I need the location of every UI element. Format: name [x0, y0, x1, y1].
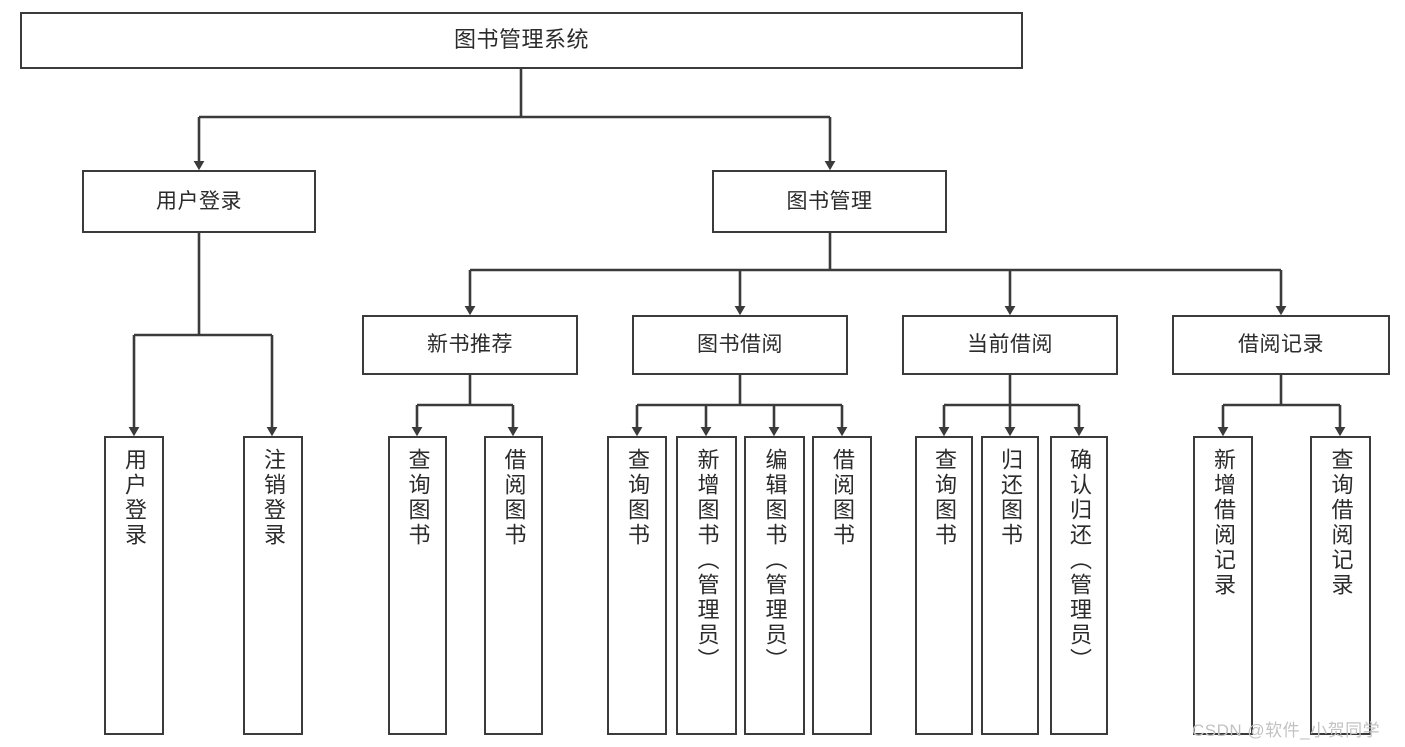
leaf-current-query-label: 查询图书: [932, 448, 957, 548]
leaf-borrow-book[interactable]: 借阅图书: [812, 436, 872, 735]
leaf-new-book-borrow-label: 借阅图书: [501, 448, 527, 548]
leaf-confirm-return-admin-label: 确认归还（管理员）: [1067, 448, 1092, 673]
node-root[interactable]: 图书管理系统: [20, 12, 1023, 69]
leaf-confirm-return-admin[interactable]: 确认归还（管理员）: [1050, 436, 1108, 735]
leaf-new-book-borrow[interactable]: 借阅图书: [484, 436, 543, 735]
node-current-borrow[interactable]: 当前借阅: [902, 315, 1118, 375]
leaf-query-borrow-record-label: 查询借阅记录: [1328, 448, 1354, 598]
node-new-book-recommend[interactable]: 新书推荐: [362, 315, 578, 375]
leaf-borrow-query-label: 查询图书: [625, 448, 650, 548]
leaf-logout[interactable]: 注销登录: [243, 436, 303, 735]
leaf-edit-book-admin-label: 编辑图书（管理员）: [762, 448, 788, 673]
leaf-logout-label: 注销登录: [261, 448, 286, 548]
leaf-current-query[interactable]: 查询图书: [915, 436, 973, 735]
leaf-return-book[interactable]: 归还图书: [981, 436, 1039, 735]
leaf-add-borrow-record[interactable]: 新增借阅记录: [1193, 436, 1253, 735]
leaf-add-book-admin-label: 新增图书（管理员）: [694, 448, 720, 673]
leaf-add-book-admin[interactable]: 新增图书（管理员）: [676, 436, 737, 735]
node-user-login-label: 用户登录: [156, 189, 242, 213]
leaf-add-borrow-record-label: 新增借阅记录: [1211, 448, 1236, 598]
node-current-borrow-label: 当前借阅: [967, 333, 1053, 357]
node-root-label: 图书管理系统: [453, 27, 589, 53]
csdn-watermark: CSDN @软件_小贺同学: [1192, 721, 1381, 740]
node-book-management-label: 图书管理: [786, 189, 873, 213]
node-book-borrow-label: 图书借阅: [697, 333, 783, 357]
leaf-new-book-query[interactable]: 查询图书: [388, 436, 447, 735]
node-borrow-record-label: 借阅记录: [1238, 333, 1324, 357]
leaf-borrow-query[interactable]: 查询图书: [607, 436, 667, 735]
leaf-edit-book-admin[interactable]: 编辑图书（管理员）: [744, 436, 805, 735]
node-user-login[interactable]: 用户登录: [82, 170, 316, 233]
leaf-query-borrow-record[interactable]: 查询借阅记录: [1310, 436, 1371, 735]
leaf-user-login[interactable]: 用户登录: [104, 436, 164, 735]
leaf-new-book-query-label: 查询图书: [405, 448, 431, 548]
node-new-book-recommend-label: 新书推荐: [427, 333, 513, 357]
node-book-borrow[interactable]: 图书借阅: [632, 315, 848, 375]
node-borrow-record[interactable]: 借阅记录: [1172, 315, 1390, 375]
leaf-user-login-label: 用户登录: [122, 448, 147, 548]
leaf-borrow-book-label: 借阅图书: [830, 448, 855, 548]
leaf-return-book-label: 归还图书: [998, 448, 1023, 548]
node-book-management[interactable]: 图书管理: [712, 170, 947, 233]
